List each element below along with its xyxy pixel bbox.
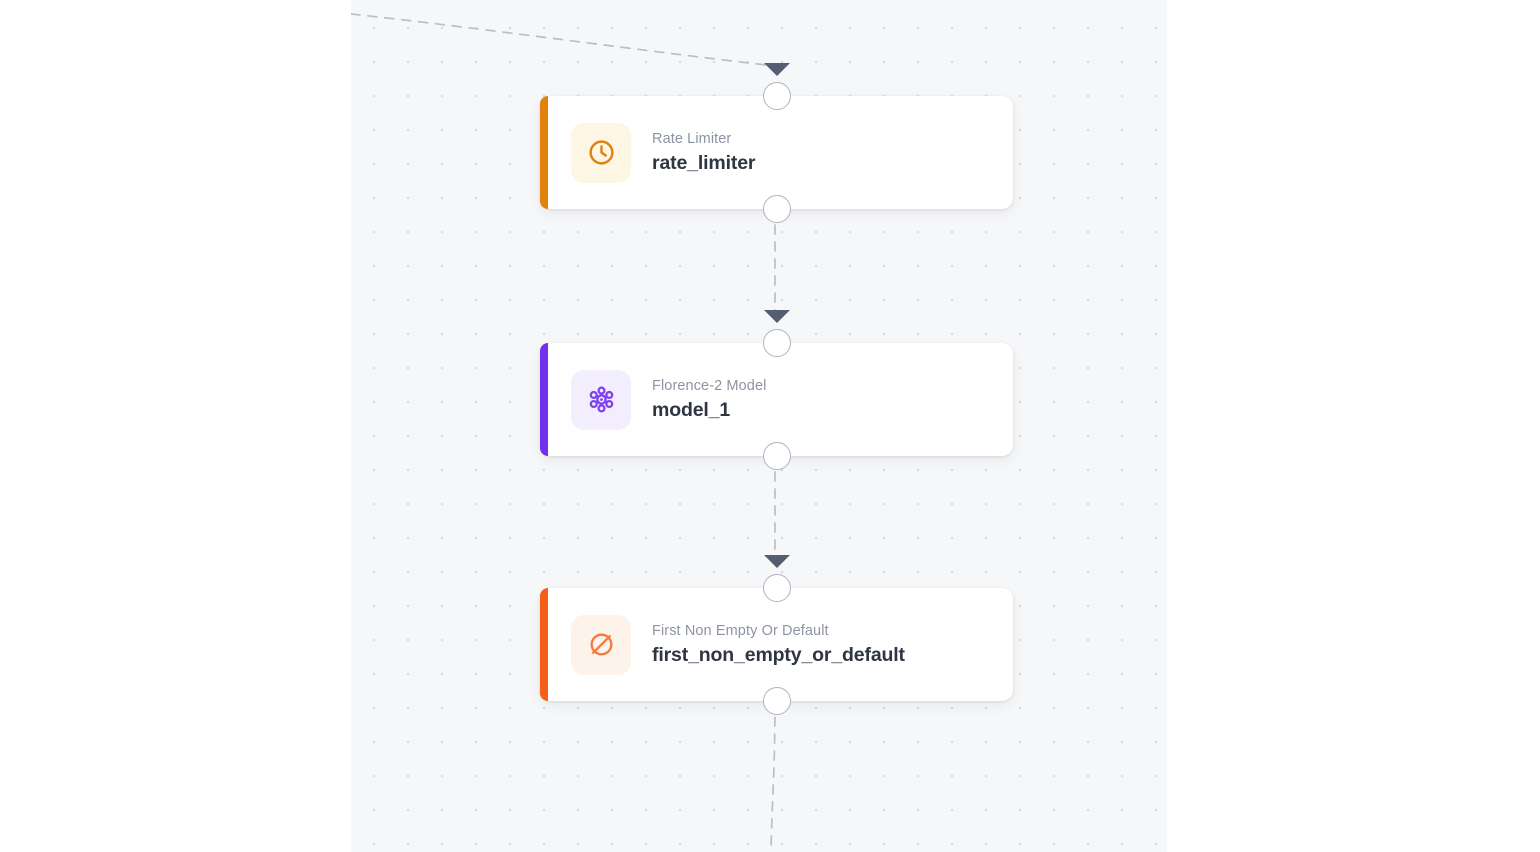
node-first-non-empty-or-default[interactable]: First Non Empty Or Default first_non_emp…: [540, 555, 1013, 715]
node-model-1[interactable]: Florence-2 Model model_1: [540, 310, 1013, 470]
clock-icon: [588, 140, 614, 165]
node-name: first_non_empty_or_default: [652, 643, 905, 666]
node-accent-bar: [540, 96, 548, 209]
flow-canvas[interactable]: Rate Limiter rate_limiter: [351, 0, 1167, 852]
node-accent-bar: [540, 588, 548, 701]
node-name: model_1: [652, 398, 731, 421]
atom-icon-tile: [571, 369, 631, 430]
node-rate-limiter[interactable]: Rate Limiter rate_limiter: [540, 63, 1013, 223]
edge-arrowhead-icon: [763, 555, 790, 568]
input-port[interactable]: [762, 82, 791, 110]
input-port[interactable]: [762, 574, 791, 602]
edge-outgoing: [770, 699, 776, 852]
atom-icon: [589, 386, 613, 413]
node-title: First Non Empty Or Default: [652, 622, 829, 639]
output-port[interactable]: [762, 687, 791, 715]
empty-set-icon-tile: [571, 614, 631, 675]
edge-arrowhead-icon: [763, 63, 790, 76]
node-accent-bar: [540, 343, 548, 456]
output-port[interactable]: [762, 442, 791, 470]
output-port[interactable]: [762, 195, 791, 223]
edge-incoming: [351, 13, 776, 67]
node-title: Florence-2 Model: [652, 377, 767, 394]
input-port[interactable]: [762, 329, 791, 357]
edge-arrowhead-icon: [763, 310, 790, 323]
node-title: Rate Limiter: [652, 130, 732, 147]
node-name: rate_limiter: [652, 151, 756, 174]
empty-set-icon: [590, 633, 612, 656]
clock-icon-tile: [571, 122, 631, 183]
